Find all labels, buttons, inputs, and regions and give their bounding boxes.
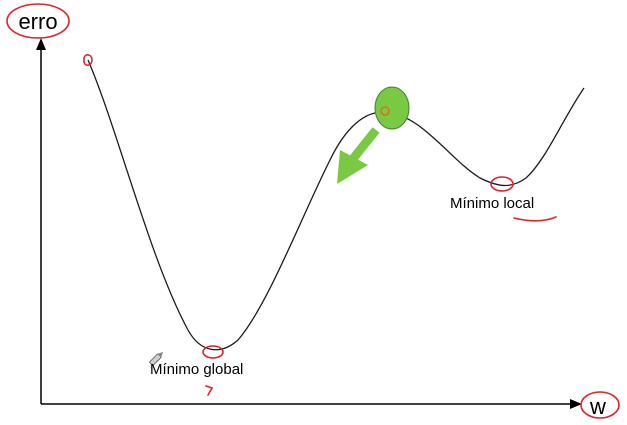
local-underline: [513, 216, 557, 222]
x-axis-arrowhead: [570, 399, 582, 409]
local-minimum-label: Mínimo local: [450, 195, 534, 212]
x-label-circle: [580, 391, 620, 419]
axes: [36, 38, 582, 409]
down-left-arrow-icon: [337, 127, 380, 184]
local-minimum-marker: [490, 176, 514, 192]
global-minimum-label: Mínimo global: [150, 361, 243, 378]
y-axis-arrowhead: [36, 38, 46, 50]
y-axis-label: erro: [18, 9, 57, 34]
annotations: [6, 3, 620, 419]
x-axis-label: w: [589, 394, 606, 419]
start-point-mark: [83, 54, 93, 66]
ball-position-mark: [380, 106, 390, 116]
global-minimum-marker: [202, 345, 224, 359]
pencil-icon: [149, 351, 164, 366]
green-ball-icon: [374, 86, 410, 130]
x-axis-tick-mark: [205, 385, 214, 396]
error-curve: [87, 59, 585, 351]
ball-group: [374, 86, 410, 130]
y-label-circle: [6, 3, 70, 39]
